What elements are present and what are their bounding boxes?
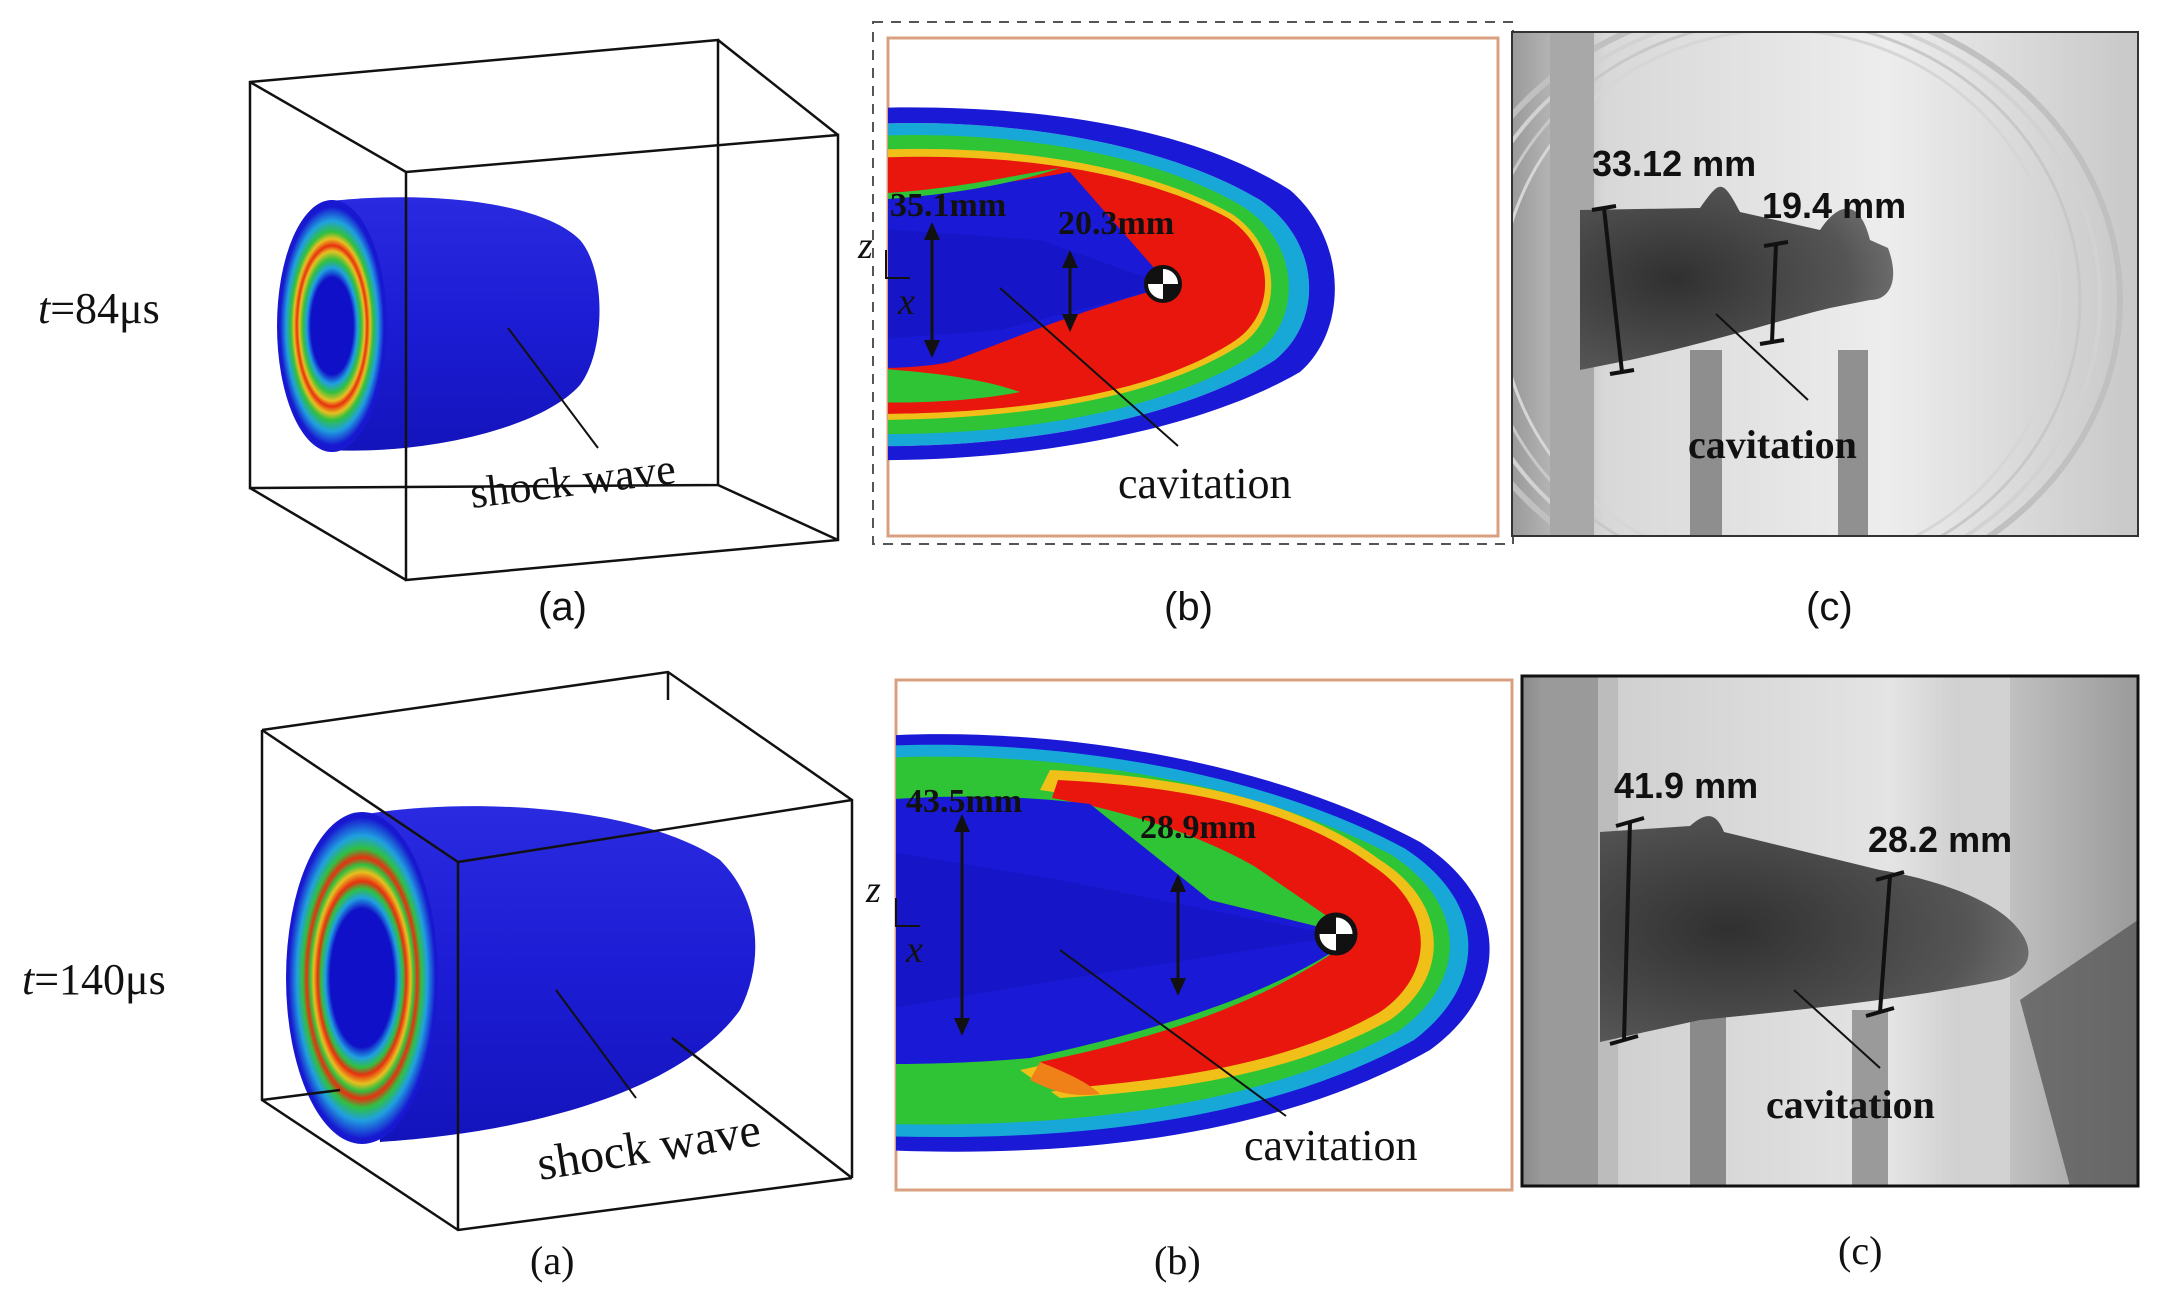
shock-wave-label-2: shock wave <box>533 1103 764 1191</box>
panel-c-2: 41.9 mm 28.2 mm cavitation <box>1520 674 2140 1188</box>
caption-c-1: (c) <box>1806 585 1853 629</box>
panel-a-2: shock wave <box>260 670 854 1232</box>
cavitation-bubble-1 <box>1580 186 1894 370</box>
charge-marker-2 <box>1314 912 1358 956</box>
caption-a-2: (a) <box>530 1238 574 1283</box>
shock-wave-leader <box>507 327 599 449</box>
axis-z-1: z <box>857 225 873 267</box>
cavitation-label-b1: cavitation <box>1118 459 1292 508</box>
cavitation-bubble-2 <box>1600 816 2029 1042</box>
axis-x-2: x <box>905 929 923 971</box>
caption-b-1: (b) <box>1164 585 1213 629</box>
cavitation-label-b2: cavitation <box>1244 1121 1418 1170</box>
charge-marker-1 <box>1144 265 1182 303</box>
cavitation-leader-b2 <box>1059 949 1287 1117</box>
dimension-1-1: 35.1mm <box>890 187 1006 224</box>
axis-x-1: x <box>897 281 915 323</box>
time-label-2: t=140μs <box>22 955 166 1004</box>
shock-wave-cap <box>277 200 387 452</box>
row-2: t=140μs shock wave (a) <box>22 670 2140 1283</box>
panel-c-2-frame <box>1520 674 2140 1188</box>
panel-c-1-frame <box>1511 31 2139 537</box>
photo-dimension-1-2: 19.4 mm <box>1762 185 1906 226</box>
shock-wave-label-1: shock wave <box>467 444 678 518</box>
cavitation-leader-b1 <box>999 287 1179 447</box>
photo-dimension-2-1: 41.9 mm <box>1614 765 1758 806</box>
panel-c-1: 33.12 mm 19.4 mm cavitation <box>1511 31 2139 537</box>
dimension-2-1: 43.5mm <box>906 783 1022 820</box>
panel-a-1: shock wave <box>248 38 840 582</box>
caption-a-1: (a) <box>538 585 587 629</box>
shock-wave-leader-2 <box>555 989 637 1099</box>
dimension-2-2: 28.9mm <box>1140 809 1256 846</box>
cavitation-label-c2: cavitation <box>1766 1082 1935 1127</box>
cavitation-label-c1: cavitation <box>1688 422 1857 467</box>
photo-dimension-2-2: 28.2 mm <box>1868 819 2012 860</box>
time-label-1: t=84μs <box>38 284 160 333</box>
shock-wave-body <box>322 197 600 451</box>
row-1: t=84μs shock wave (a) <box>38 21 2139 629</box>
cube-front-face-2 <box>457 798 853 864</box>
panel-b-1: z x 35.1mm 20.3mm cavitation <box>857 21 1514 545</box>
photo-dimension-1-1: 33.12 mm <box>1592 143 1756 184</box>
panel-b-2: z x 43.5mm 28.9mm cavitation <box>865 678 1514 1192</box>
caption-b-2: (b) <box>1154 1238 1201 1283</box>
shock-wave-cap-2 <box>286 812 438 1144</box>
dimension-1-2: 20.3mm <box>1058 205 1174 242</box>
axis-z-2: z <box>865 869 881 911</box>
caption-c-2: (c) <box>1838 1228 1882 1273</box>
